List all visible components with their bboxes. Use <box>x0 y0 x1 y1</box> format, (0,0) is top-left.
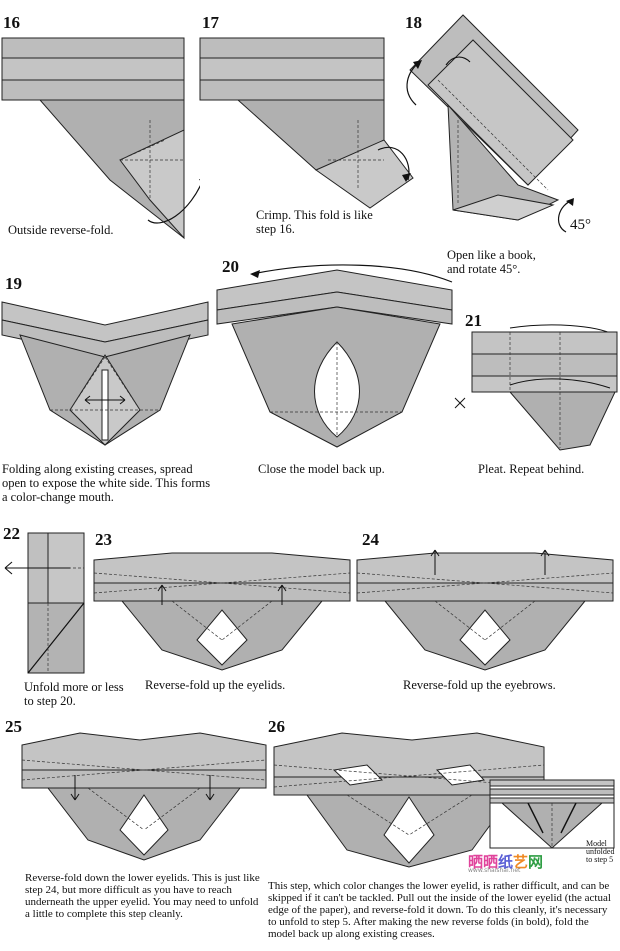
step-23-number: 23 <box>95 530 112 549</box>
watermark-url: www.shaishai.net <box>468 867 521 874</box>
step-16-caption: Outside reverse-fold. <box>8 223 114 237</box>
step-21-caption: Pleat. Repeat behind. <box>478 462 585 476</box>
step-19-diagram <box>1 301 209 446</box>
step-20-number: 20 <box>222 257 239 276</box>
step-18-rotation-badge: 45° <box>570 217 591 233</box>
step-25-diagram <box>21 732 267 861</box>
step-26-number: 26 <box>268 717 285 736</box>
step-24-caption: Reverse-fold up the eyebrows. <box>403 678 556 692</box>
step-16-diagram <box>1 37 200 240</box>
step-17-number: 17 <box>202 13 219 32</box>
step-18-diagram <box>406 14 579 233</box>
step-16-number: 16 <box>3 13 20 32</box>
step-18-number: 18 <box>405 13 422 32</box>
step-25-number: 25 <box>5 717 22 736</box>
step-22-caption: Unfold more or less to step 20. <box>24 680 124 708</box>
step-24-number: 24 <box>362 530 379 549</box>
step-21-number: 21 <box>465 311 482 330</box>
step-20-caption: Close the model back up. <box>258 462 385 476</box>
step-17-diagram <box>199 37 414 209</box>
step-26-diagram <box>273 732 545 868</box>
step-25-caption: Reverse-fold down the lower eyelids. Thi… <box>25 872 260 920</box>
step-26-inset-note: Model unfolded to step 5 <box>586 839 615 864</box>
step-20-diagram <box>216 264 453 448</box>
step-17-caption: Crimp. This fold is like step 16. <box>256 208 373 236</box>
step-19-caption: Folding along existing creases, spread o… <box>2 462 211 504</box>
step-22-diagram <box>4 532 85 674</box>
step-24-diagram <box>356 549 614 671</box>
step-26-caption: This step, which color changes the lower… <box>268 880 611 940</box>
step-22-number: 22 <box>3 524 20 543</box>
step-23-caption: Reverse-fold up the eyelids. <box>145 678 286 692</box>
step-26-inset-diagram <box>489 779 615 849</box>
step-23-diagram <box>93 552 351 671</box>
step-18-caption: Open like a book, and rotate 45°. <box>447 248 536 276</box>
watermark: 晒晒纸艺网 www.shaishai.net <box>468 853 544 874</box>
step-21-diagram <box>454 324 618 451</box>
step-19-number: 19 <box>5 274 22 293</box>
